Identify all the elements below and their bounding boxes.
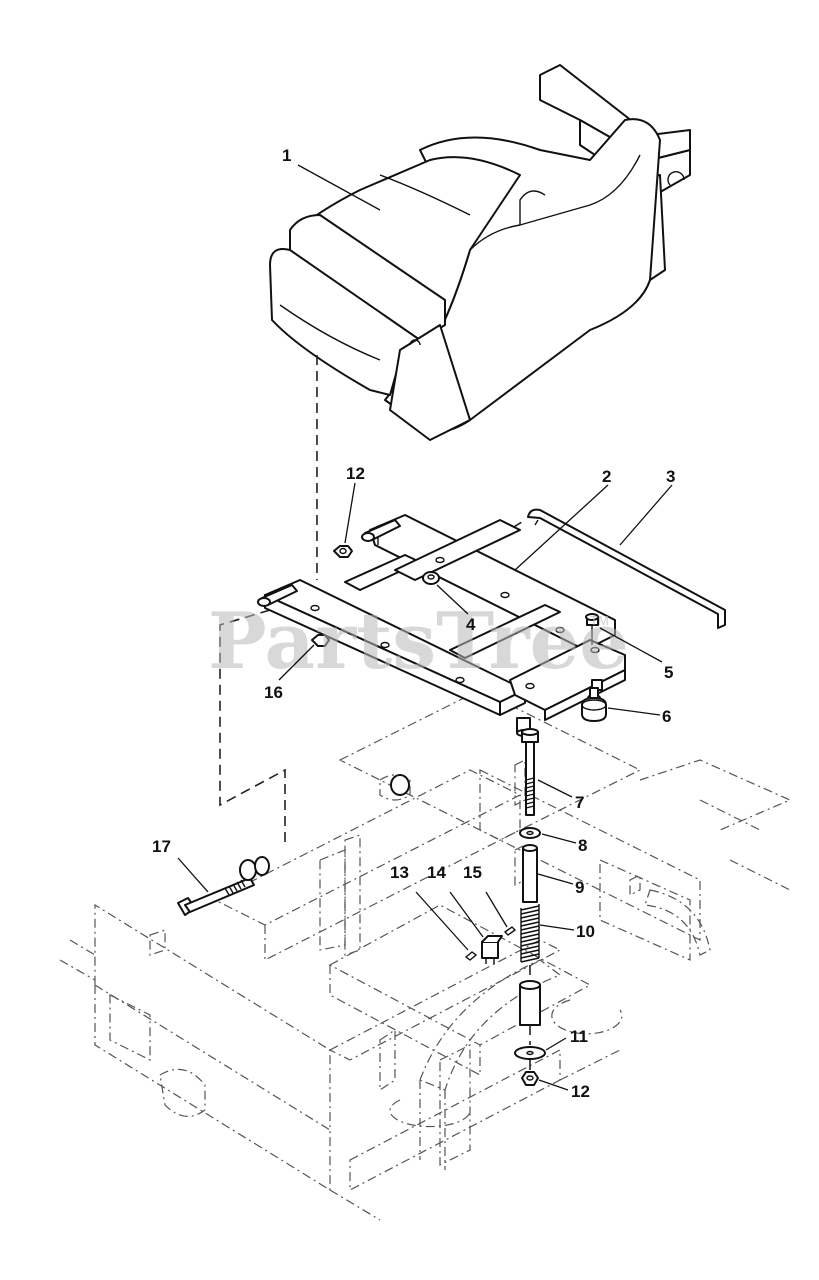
- spring-assembly: [514, 728, 546, 1086]
- callout-16: 16: [264, 683, 283, 702]
- callout-2: 2: [602, 467, 611, 486]
- callout-14: 14: [427, 863, 446, 882]
- callout-4: 4: [466, 615, 476, 634]
- callout-12-top: 12: [346, 464, 365, 483]
- watermark-text: PartsTree: [208, 596, 629, 687]
- seat-rod: [527, 508, 726, 629]
- frame-bolt: [177, 774, 410, 916]
- callout-12-bottom: 12: [571, 1082, 590, 1101]
- callout-1: 1: [282, 146, 291, 165]
- seat-mount-plate: [257, 514, 626, 737]
- plate-hardware: [311, 545, 607, 722]
- leader-lines: [177, 164, 673, 1091]
- callout-8: 8: [578, 836, 587, 855]
- callout-3: 3: [666, 467, 675, 486]
- callout-15: 15: [463, 863, 482, 882]
- callout-labels: 1 2 3 4 5 6 7 8 9 10 11 12 12 13 14 15 1…: [152, 146, 675, 1101]
- callout-6: 6: [662, 707, 671, 726]
- watermark: PartsTree TM: [208, 596, 629, 687]
- callout-5: 5: [664, 663, 673, 682]
- callout-17: 17: [152, 837, 171, 856]
- callout-10: 10: [576, 922, 595, 941]
- watermark-trademark: TM: [590, 613, 609, 628]
- seat: [269, 64, 691, 441]
- callout-11: 11: [570, 1027, 588, 1046]
- switch-assembly: [464, 926, 517, 964]
- callout-13: 13: [390, 863, 409, 882]
- alignment-line-frame: [219, 609, 286, 845]
- callout-9: 9: [575, 878, 584, 897]
- callout-7: 7: [575, 793, 584, 812]
- mower-frame: [59, 689, 792, 1221]
